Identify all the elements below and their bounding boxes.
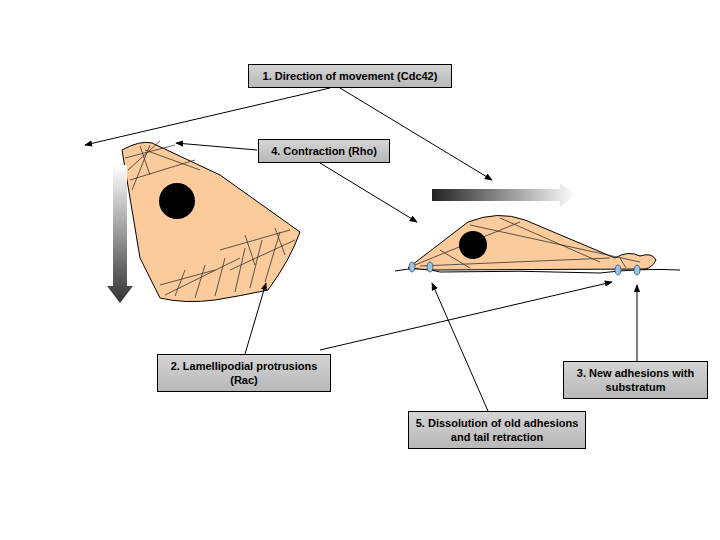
callout-box: 5. Dissolution of old adhesions and tail… [408, 411, 586, 449]
callout-box: 1. Direction of movement (Cdc42) [248, 64, 452, 88]
stress-fibers [415, 218, 640, 268]
cell-body [408, 215, 656, 270]
callout-label: 3. New adhesions with substratum [570, 366, 701, 394]
callout-box: 2. Lamellipodial protrusions (Rac) [157, 354, 331, 392]
callout-label: 2. Lamellipodial protrusions (Rac) [164, 359, 324, 387]
callout-label: 5. Dissolution of old adhesions and tail… [415, 416, 579, 444]
callout-box: 3. New adhesions with substratum [563, 361, 708, 399]
movement-arrow [432, 183, 576, 207]
callout-label: 1. Direction of movement (Cdc42) [263, 69, 438, 83]
adhesions [409, 262, 640, 275]
callout-label: 4. Contraction (Rho) [271, 144, 377, 158]
nucleus [459, 231, 487, 259]
movement-arrow [107, 165, 133, 303]
stress-fibers [125, 141, 295, 298]
callout-box: 4. Contraction (Rho) [258, 139, 390, 163]
cell-body [122, 142, 300, 301]
nucleus [159, 183, 195, 219]
leader-lines [85, 88, 637, 411]
